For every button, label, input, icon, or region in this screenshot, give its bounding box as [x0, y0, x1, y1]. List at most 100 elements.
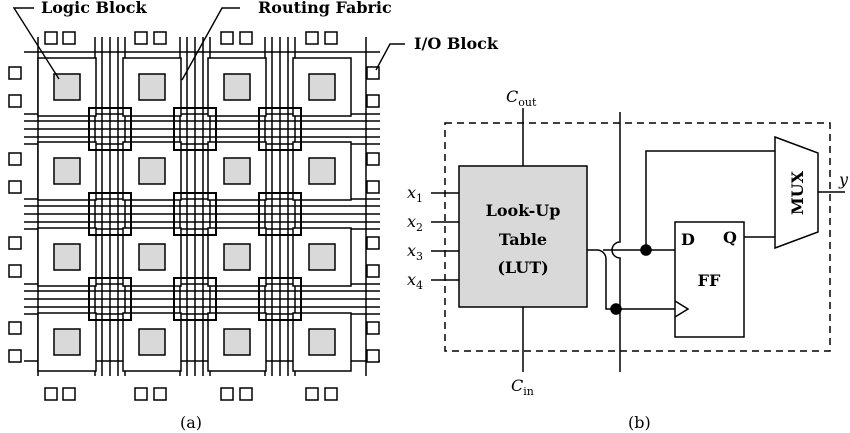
io-pad: [305, 387, 319, 401]
io-pad: [8, 264, 22, 278]
input-x1-subscript: 1: [416, 192, 423, 205]
logic-blocks: [37, 57, 352, 372]
lut-output-wire: [587, 249, 680, 310]
io-pad: [366, 180, 380, 194]
input-label-x2: x2: [407, 212, 423, 234]
flip-flop: [674, 221, 745, 338]
cout-symbol: C: [506, 87, 518, 106]
mux-block: [774, 135, 819, 250]
output-name: y: [838, 170, 849, 189]
logic-block-core: [308, 328, 336, 356]
logic-block-core: [308, 157, 336, 185]
ff-label: FF: [698, 271, 721, 290]
logic-block-core: [53, 328, 81, 356]
lut-block: [458, 165, 588, 308]
logic-block-core: [223, 243, 251, 271]
input-label-x1: x1: [407, 183, 423, 205]
switch-box: [173, 192, 217, 236]
io-pad: [366, 94, 380, 108]
cout-subscript: out: [518, 96, 537, 109]
io-pad: [8, 94, 22, 108]
switch-box: [258, 277, 302, 321]
output-label: y: [838, 170, 849, 189]
routing-fabric-label: Routing Fabric: [258, 0, 392, 17]
io-pad: [8, 321, 22, 335]
io-pad: [62, 387, 76, 401]
io-pad: [220, 387, 234, 401]
logic-block-core: [308, 243, 336, 271]
switch-box: [88, 192, 132, 236]
input-x4-subscript: 4: [416, 279, 423, 292]
io-pad: [8, 349, 22, 363]
io-pad: [153, 31, 167, 45]
input-x2-subscript: 2: [416, 221, 423, 234]
caption-b: (b): [628, 413, 651, 432]
switch-box: [173, 107, 217, 151]
input-x4-symbol: x: [407, 270, 416, 289]
io-pad: [8, 66, 22, 80]
io-pad: [134, 31, 148, 45]
cin-symbol: C: [511, 376, 523, 395]
mux-label: MUX: [788, 170, 807, 215]
logic-block-label: Logic Block: [41, 0, 148, 17]
ff-q-label: Q: [723, 228, 737, 247]
switch-box: [88, 107, 132, 151]
io-block-leader: [375, 43, 405, 71]
io-pad: [220, 31, 234, 45]
io-pad: [62, 31, 76, 45]
io-pad: [239, 387, 253, 401]
input-label-x3: x3: [407, 241, 423, 263]
bypass-wire: [645, 150, 775, 250]
io-block-label: I/O Block: [414, 34, 499, 53]
io-pad: [134, 387, 148, 401]
input-x3-subscript: 3: [416, 250, 423, 263]
logic-block-core: [138, 157, 166, 185]
io-pad: [366, 236, 380, 250]
panel-a: Logic Block Routing Fabric I/O Block (a): [8, 0, 499, 432]
logic-block-core: [223, 328, 251, 356]
io-pad: [44, 387, 58, 401]
logic-block: [122, 57, 182, 117]
io-pad: [366, 264, 380, 278]
ff-d-label: D: [681, 230, 695, 249]
io-pad: [8, 236, 22, 250]
logic-block-core: [138, 328, 166, 356]
input-x1-symbol: x: [407, 183, 416, 202]
cin-subscript: in: [523, 385, 534, 398]
input-x3-symbol: x: [407, 241, 416, 260]
input-x2-symbol: x: [407, 212, 416, 231]
logic-block-core: [53, 243, 81, 271]
input-label-x4: x4: [407, 270, 423, 292]
panel-b-text: Look-Up Table (LUT) FF D Q MUX y Cout Ci…: [407, 87, 849, 432]
logic-block-core: [53, 157, 81, 185]
bus-line: [611, 112, 621, 372]
logic-block-core: [223, 73, 251, 101]
switch-box: [258, 192, 302, 236]
caption-a: (a): [180, 413, 202, 432]
lut-label-line1: Look-Up: [486, 201, 561, 220]
io-pad: [324, 387, 338, 401]
junction-dot-2: [610, 303, 622, 315]
switch-box: [88, 277, 132, 321]
lut-label-line3: (LUT): [497, 258, 548, 277]
io-pad: [366, 349, 380, 363]
clb-boundary: [444, 122, 831, 352]
logic-block-core: [223, 157, 251, 185]
switch-boxes: [88, 107, 302, 321]
switch-box: [258, 107, 302, 151]
io-pad: [366, 321, 380, 335]
logic-block-leader: [12, 7, 60, 80]
routing-fabric-leader: [181, 7, 240, 81]
logic-block-core: [308, 73, 336, 101]
io-pad: [8, 152, 22, 166]
cin-label: Cin: [511, 376, 534, 398]
switch-box: [173, 277, 217, 321]
io-pad: [153, 387, 167, 401]
io-blocks: [8, 31, 380, 401]
logic-block-core: [138, 73, 166, 101]
lut-label-line2: Table: [499, 230, 547, 249]
logic-block-core: [138, 243, 166, 271]
io-pad: [239, 31, 253, 45]
clock-triangle: [674, 300, 690, 318]
